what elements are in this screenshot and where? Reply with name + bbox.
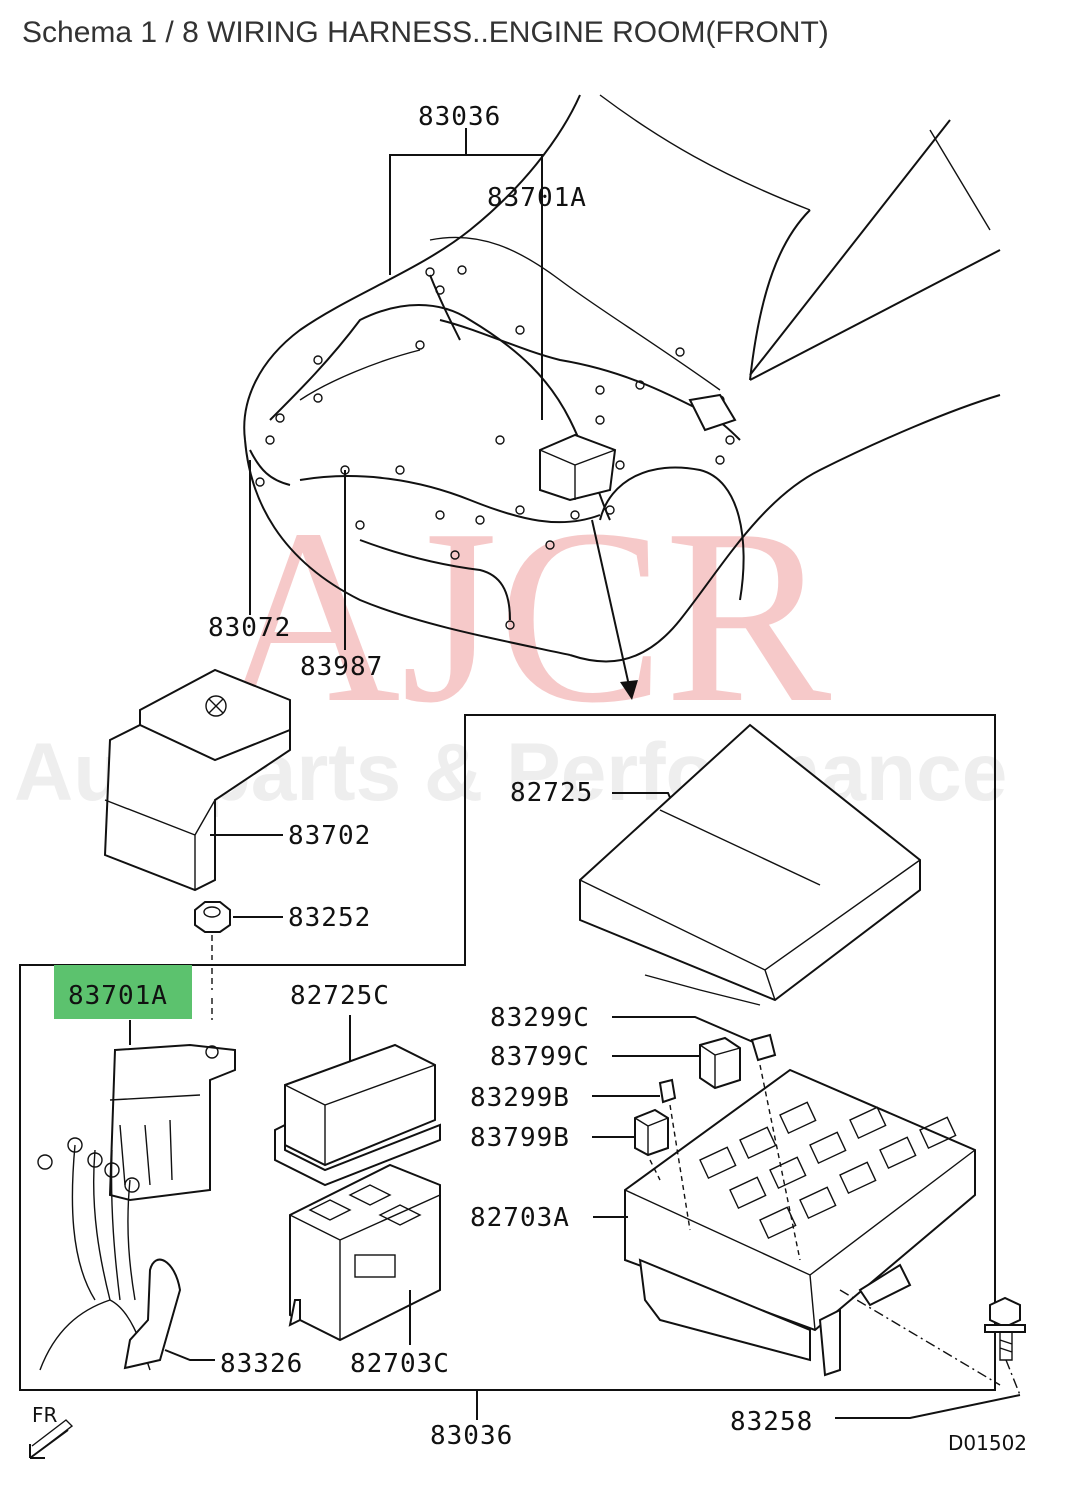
diagram-code: D01502 (948, 1431, 1027, 1455)
label-82703A: 82703A (470, 1203, 570, 1233)
fuse-box-cover-82725 (579, 723, 921, 1006)
label-83702: 83702 (288, 821, 371, 851)
label-83036-top: 83036 (418, 102, 501, 132)
label-83299B: 83299B (470, 1083, 570, 1113)
label-83701A-highlighted: 83701A (68, 981, 168, 1011)
front-direction-arrow-icon (29, 1419, 74, 1459)
detail-frame (19, 714, 996, 1391)
fusible-link-83701A (37, 965, 236, 1371)
relay-box-82725C (274, 1015, 441, 1187)
label-83036-bottom: 83036 (430, 1421, 513, 1451)
label-83799B: 83799B (470, 1123, 570, 1153)
label-83258: 83258 (730, 1407, 813, 1437)
direction-label: FR (32, 1403, 58, 1427)
bracket-83326 (123, 1258, 215, 1370)
label-82703C: 82703C (350, 1349, 450, 1379)
label-83326: 83326 (220, 1349, 303, 1379)
relay-83799B (592, 1108, 669, 1157)
relay-cover-83702 (103, 668, 291, 892)
fuse-83299C (612, 1016, 777, 1062)
label-83701A-top: 83701A (487, 183, 587, 213)
label-83299C: 83299C (490, 1003, 590, 1033)
wiring-harness (249, 265, 741, 630)
label-82725: 82725 (510, 778, 593, 808)
bolt-83258 (835, 1289, 1026, 1419)
highlight-83701A (54, 965, 192, 1019)
page-title: Schema 1 / 8 WIRING HARNESS..ENGINE ROOM… (22, 16, 829, 49)
fuse-83299B (592, 1078, 677, 1104)
watermark-logo: AJCR (220, 478, 832, 755)
label-83252: 83252 (288, 903, 371, 933)
car-body-outline (243, 94, 1001, 663)
relay-83799C (612, 1036, 741, 1090)
label-83987: 83987 (300, 652, 383, 682)
relay-block-82703C (288, 1163, 441, 1345)
label-82725C: 82725C (290, 981, 390, 1011)
nut-83252 (194, 901, 283, 1020)
label-83072: 83072 (208, 613, 291, 643)
leader-lines-top (249, 128, 638, 700)
fuse-block-82703A (593, 1068, 976, 1377)
label-83799C: 83799C (490, 1042, 590, 1072)
fuse-insert-lines (649, 1064, 801, 1261)
